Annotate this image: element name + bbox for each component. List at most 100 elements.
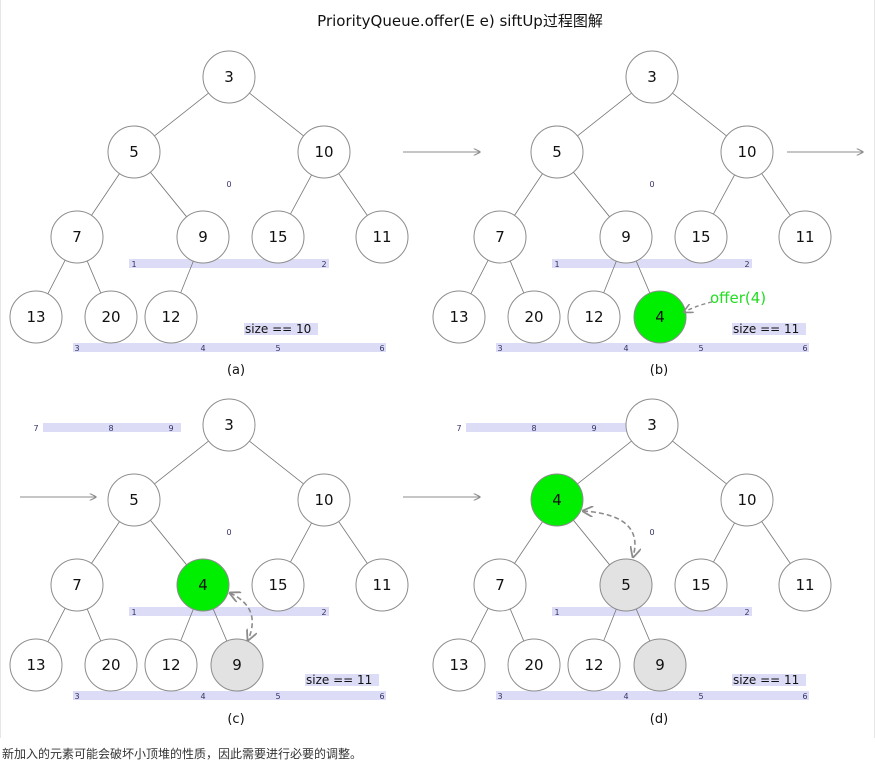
- node-value: 5: [129, 143, 139, 161]
- panel-label: (a): [227, 363, 245, 378]
- node-value: 9: [621, 228, 631, 246]
- offer-label: offer(4): [710, 289, 766, 307]
- node-circle: [84, 290, 138, 344]
- node-index: 3: [74, 692, 79, 701]
- node-index: 0: [226, 528, 231, 537]
- heap-node: 155: [674, 210, 728, 353]
- node-circle: [9, 290, 63, 344]
- index-band: [129, 607, 329, 616]
- node-index: 3: [74, 344, 79, 353]
- node-circle: [50, 558, 104, 612]
- node-index: 0: [649, 180, 654, 189]
- node-index: 2: [321, 608, 326, 617]
- size-label: size == 10: [245, 322, 311, 336]
- heap-node: 129: [144, 290, 198, 433]
- tree-edge: [514, 173, 543, 216]
- tree-edge: [713, 522, 735, 563]
- size-band: [244, 323, 318, 335]
- heap-node: 102: [297, 125, 351, 269]
- heap-node: 910: [210, 638, 264, 692]
- node-value: 7: [72, 228, 82, 246]
- node-circle: [473, 210, 527, 264]
- node-circle: [720, 473, 774, 527]
- node-index: 7: [456, 424, 461, 433]
- heap-panel: 30511027344155116137208129910size == 11(…: [9, 398, 409, 727]
- heap-node: 94: [599, 210, 653, 353]
- tree-edge: [47, 259, 66, 295]
- panel-label: (b): [650, 363, 668, 378]
- heap-node: 208: [507, 638, 561, 692]
- node-circle: [633, 290, 687, 344]
- heap-node: 30: [625, 50, 679, 189]
- heap-node: 30: [625, 398, 679, 537]
- heap-node: 116: [778, 558, 832, 701]
- node-value: 12: [161, 656, 180, 674]
- node-circle: [432, 290, 486, 344]
- node-index: 4: [623, 344, 628, 353]
- tree-edge: [338, 173, 368, 216]
- index-band: [496, 343, 809, 352]
- tree-edge: [577, 92, 632, 137]
- heap-node: 208: [507, 290, 561, 433]
- node-circle: [473, 558, 527, 612]
- heap-node: 129: [567, 638, 621, 692]
- node-value: 4: [198, 576, 208, 594]
- heap-node: 41: [530, 473, 584, 617]
- node-circle: [9, 638, 63, 692]
- size-band: [732, 674, 806, 686]
- node-circle: [507, 290, 561, 344]
- node-circle: [202, 50, 256, 104]
- node-value: 13: [26, 308, 45, 326]
- tree-edge: [154, 92, 209, 137]
- tree-edge: [672, 92, 727, 137]
- node-index: 4: [200, 344, 205, 353]
- node-index: 8: [108, 424, 113, 433]
- node-index: 1: [131, 608, 136, 617]
- node-value: 10: [737, 491, 756, 509]
- node-circle: [778, 558, 832, 612]
- node-index: 3: [497, 692, 502, 701]
- tree-edge: [470, 607, 489, 643]
- index-band: [466, 423, 663, 432]
- node-value: 3: [224, 68, 234, 86]
- size-band: [732, 323, 806, 335]
- heap-node: 30: [202, 398, 256, 537]
- node-index: 7: [33, 424, 38, 433]
- node-circle: [599, 210, 653, 264]
- size-label: size == 11: [306, 673, 372, 687]
- tree-edge: [573, 171, 610, 218]
- tree-edge: [603, 260, 617, 294]
- tree-edge: [290, 522, 312, 563]
- node-value: 3: [647, 416, 657, 434]
- left-frame-line: [0, 0, 1, 738]
- node-circle: [778, 210, 832, 264]
- size-label: size == 11: [733, 322, 799, 336]
- heap-node: 116: [355, 210, 409, 353]
- node-value: 11: [795, 576, 814, 594]
- heap-node: 102: [720, 125, 774, 269]
- node-value: 13: [449, 656, 468, 674]
- tree-edge: [603, 608, 617, 642]
- node-value: 15: [268, 576, 287, 594]
- node-value: 12: [584, 656, 603, 674]
- heap-node: 102: [720, 473, 774, 617]
- diagram-canvas: PriorityQueue.offer(E e) siftUp过程图解 3051…: [9, 12, 875, 727]
- tree-edge: [338, 521, 368, 564]
- node-circle: [251, 558, 305, 612]
- node-value: 7: [72, 576, 82, 594]
- heap-node: 51: [107, 125, 161, 269]
- tree-edge: [180, 260, 194, 294]
- node-circle: [432, 638, 486, 692]
- heap-node: 208: [84, 638, 138, 692]
- index-band: [496, 691, 809, 700]
- node-value: 10: [737, 143, 756, 161]
- heap-node: 30: [202, 50, 256, 189]
- heap-node: 116: [778, 210, 832, 353]
- heap-node: 116: [355, 558, 409, 701]
- index-band: [552, 607, 752, 616]
- node-value: 3: [647, 68, 657, 86]
- caption-text: 新加入的元素可能会破坏小顶堆的性质，因此需要进行必要的调整。: [2, 747, 363, 761]
- tree-edge: [761, 173, 791, 216]
